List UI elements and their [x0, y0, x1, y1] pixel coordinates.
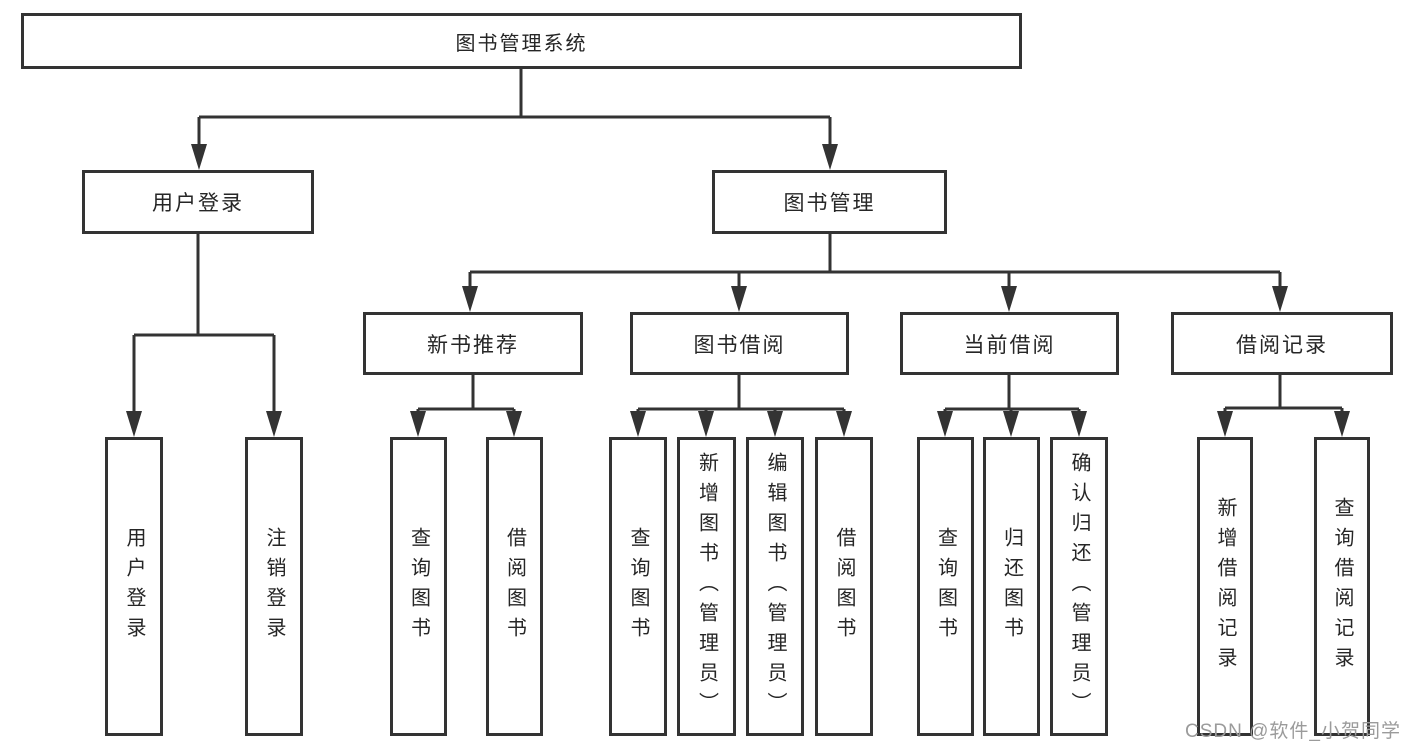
arrowhead: [506, 411, 522, 437]
arrowhead: [191, 144, 207, 170]
branch-user-login: 用户登录: [82, 170, 314, 234]
arrowhead: [767, 411, 783, 437]
leaf-current-query: 查询图书: [917, 437, 974, 736]
leaf-bookborrow-edit-admin: 编辑图书（管理员）: [746, 437, 804, 736]
leaf-current-confirm-admin: 确认归还（管理员）: [1050, 437, 1108, 736]
connector-book-mgmt: [468, 234, 1282, 290]
leaf-bookborrow-borrow: 借阅图书: [815, 437, 873, 736]
leaf-user-login: 用户登录: [105, 437, 163, 736]
connector-new-book: [416, 375, 516, 418]
leaf-logout: 注销登录: [245, 437, 303, 736]
arrowhead: [126, 411, 142, 437]
arrowhead: [630, 411, 646, 437]
module-book-borrow: 图书借阅: [630, 312, 849, 375]
arrowhead: [836, 411, 852, 437]
root-node-system: 图书管理系统: [21, 13, 1022, 69]
module-new-book: 新书推荐: [363, 312, 583, 375]
arrowhead: [266, 411, 282, 437]
arrowhead: [937, 411, 953, 437]
arrowhead: [1003, 411, 1019, 437]
connector-book-borrow: [636, 375, 846, 418]
connector-root: [197, 69, 832, 148]
arrowhead: [1334, 411, 1350, 437]
arrowhead: [1217, 411, 1233, 437]
leaf-newbook-borrow: 借阅图书: [486, 437, 543, 736]
arrowhead: [698, 411, 714, 437]
arrowhead: [1071, 411, 1087, 437]
arrowhead: [731, 286, 747, 312]
arrowhead: [462, 286, 478, 312]
module-current-borrow: 当前借阅: [900, 312, 1119, 375]
branch-book-management: 图书管理: [712, 170, 947, 234]
connector-borrow-record: [1223, 375, 1344, 418]
arrowhead: [410, 411, 426, 437]
arrowhead: [822, 144, 838, 170]
leaf-bookborrow-add-admin: 新增图书（管理员）: [677, 437, 736, 736]
leaf-record-add: 新增借阅记录: [1197, 437, 1253, 736]
arrowheads: [126, 144, 1350, 437]
arrowhead: [1272, 286, 1288, 312]
watermark-text: CSDN @软件_小贺同学: [1185, 721, 1401, 742]
arrowhead: [1001, 286, 1017, 312]
leaf-bookborrow-query: 查询图书: [609, 437, 667, 736]
leaf-current-return: 归还图书: [983, 437, 1040, 736]
leaf-record-query: 查询借阅记录: [1314, 437, 1370, 736]
leaf-newbook-query: 查询图书: [390, 437, 447, 736]
module-borrow-record: 借阅记录: [1171, 312, 1393, 375]
connector-user-login: [132, 234, 276, 415]
